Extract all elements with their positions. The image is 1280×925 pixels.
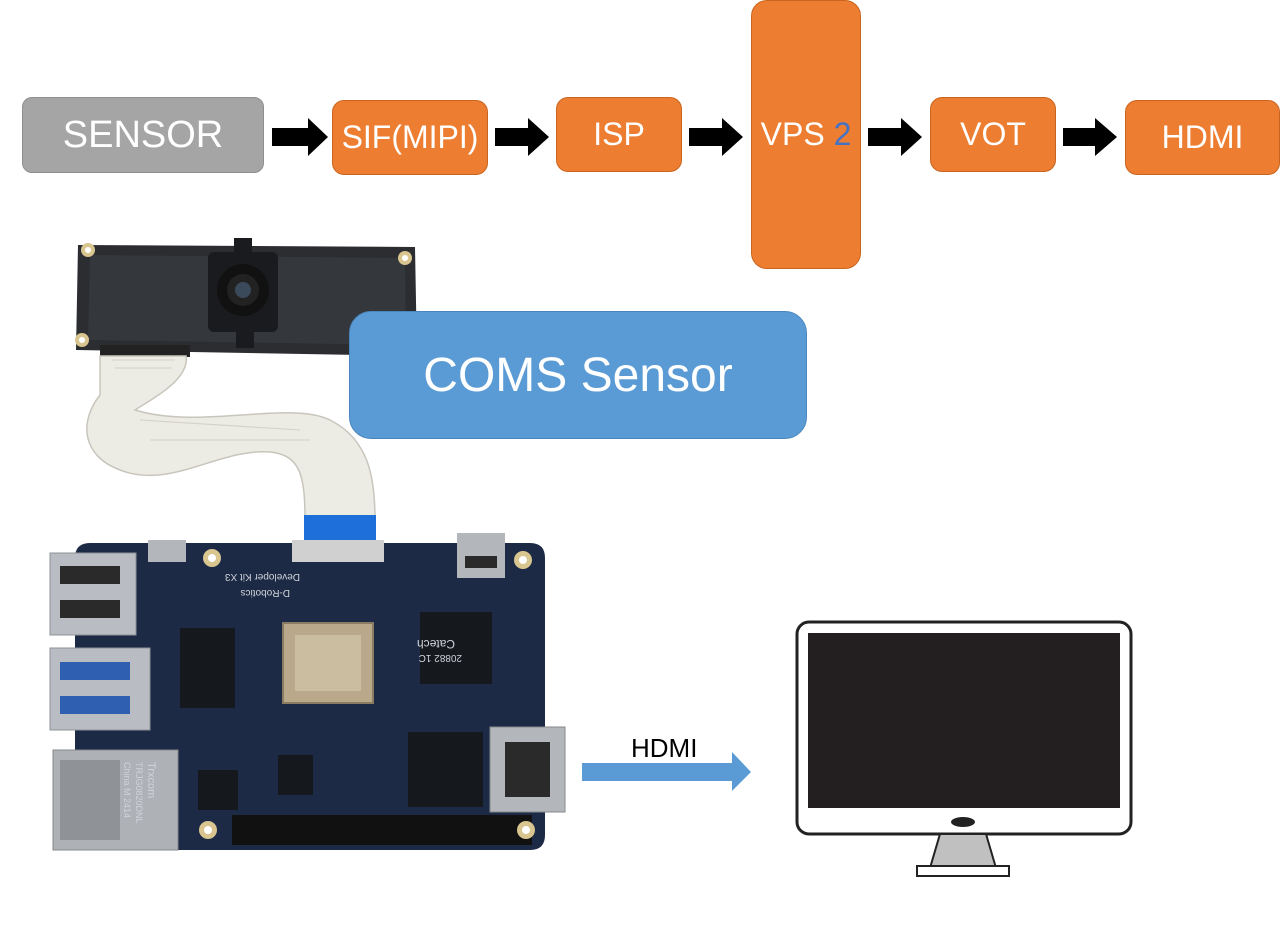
eth-model-text: TRJG0820DNL (134, 762, 144, 824)
ribbon-cable-image (86, 355, 376, 543)
eth-origin-text: China M 2414 (122, 762, 132, 818)
isp-stage-label: ISP (593, 116, 645, 152)
sensor-stage-label: SENSOR (62, 113, 224, 156)
vps-channel-number: 2 (833, 116, 852, 152)
chip-brand-text: Catech (417, 637, 455, 651)
coms-sensor-label: COMS Sensor (423, 348, 733, 402)
vot-stage-label: VOT (960, 116, 1026, 152)
hdmi-stage-label: HDMI (1161, 119, 1244, 155)
sif-stage-label: SIF(MIPI) (341, 119, 479, 155)
board-title-text: Developer Kit X3 (225, 571, 300, 582)
vot-stage-box: VOT (930, 97, 1056, 172)
hdmi-link-label: HDMI (631, 733, 698, 763)
arrow-isp-to-vps (689, 118, 743, 156)
arrow-vps-to-vot (868, 118, 922, 156)
vps-stage-box: VPS 2 (751, 0, 861, 269)
arrow-vot-to-hdmi (1063, 118, 1117, 156)
isp-stage-box: ISP (556, 97, 682, 172)
camera-module-image (75, 238, 417, 357)
hdmi-output-arrow (582, 752, 751, 791)
coms-sensor-callout: COMS Sensor (349, 311, 807, 439)
arrow-sensor-to-sif (272, 118, 328, 156)
dev-board-image: Developer Kit X3 D-Robotics Catech 20882… (49, 533, 566, 851)
monitor-icon (795, 620, 1133, 877)
vps-stage-label: VPS 2 (760, 116, 852, 152)
sensor-stage-box: SENSOR (22, 97, 264, 173)
sif-mipi-stage-box: SIF(MIPI) (332, 100, 488, 175)
chip-code-text: 20882 1C (419, 652, 462, 663)
board-brand-text: D-Robotics (241, 587, 290, 598)
eth-brand-text: Trxcom (145, 762, 157, 798)
arrow-sif-to-isp (495, 118, 549, 156)
hdmi-stage-box: HDMI (1125, 100, 1280, 175)
